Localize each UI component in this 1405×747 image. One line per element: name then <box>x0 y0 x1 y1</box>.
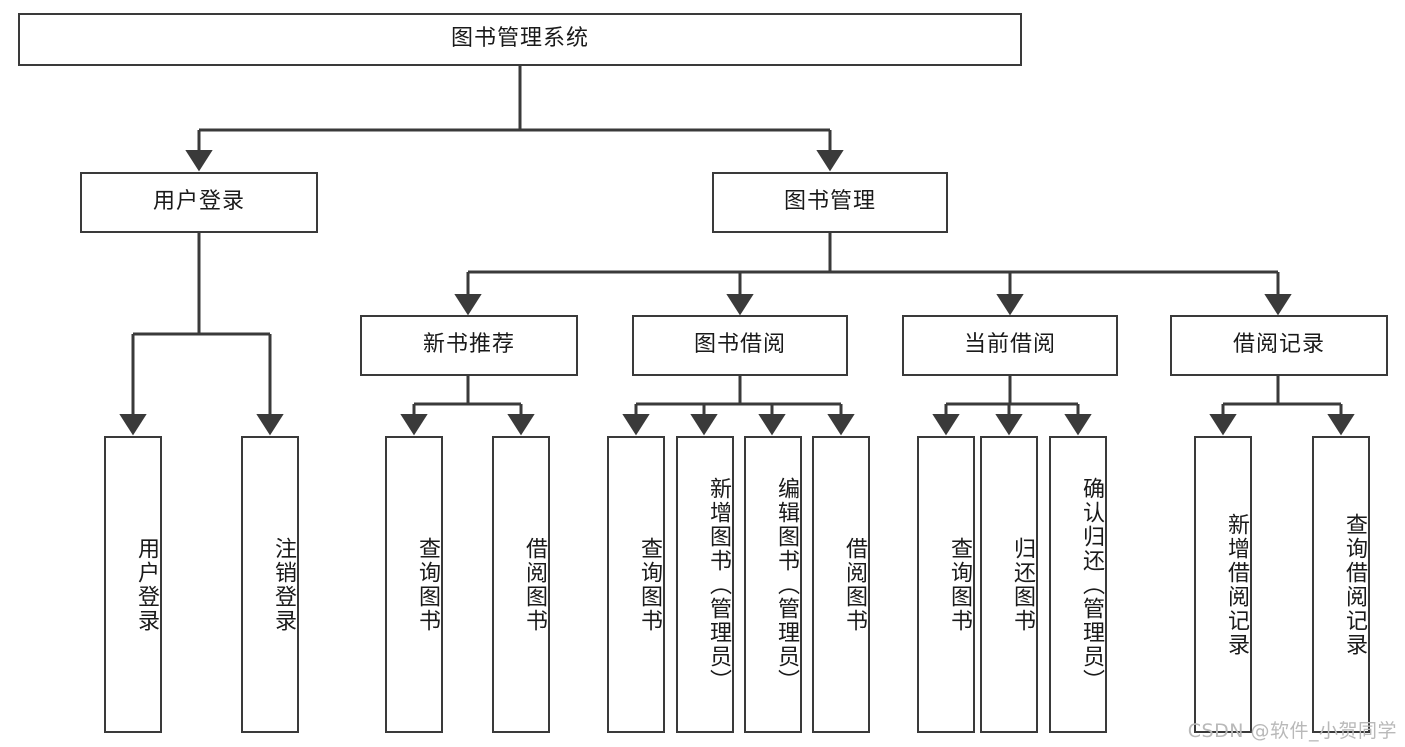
leaf-br-add-record[interactable]: 新增借阅记录 <box>1194 436 1252 733</box>
leaf-bb-borrow-book[interactable]: 借阅图书 <box>812 436 870 733</box>
watermark: CSDN @软件_小贺同学 <box>1187 720 1397 742</box>
leaf-cb-query-book[interactable]: 查询图书 <box>917 436 975 733</box>
node-user-login-label: 用户登录 <box>152 189 245 215</box>
leaf-bb-query-book-label: 查询图书 <box>637 536 662 633</box>
leaf-nbr-borrow-book[interactable]: 借阅图书 <box>492 436 550 733</box>
node-book-borrow-label: 图书借阅 <box>693 332 786 358</box>
node-book-manage-label: 图书管理 <box>783 189 876 215</box>
leaf-cb-return-book[interactable]: 归还图书 <box>980 436 1038 733</box>
node-current-borrow-label: 当前借阅 <box>963 332 1056 358</box>
leaf-cb-return-book-label: 归还图书 <box>1010 536 1035 633</box>
node-borrow-record-label: 借阅记录 <box>1232 332 1325 358</box>
leaf-logout[interactable]: 注销登录 <box>241 436 299 733</box>
leaf-br-query-record-label: 查询借阅记录 <box>1342 512 1367 657</box>
node-root[interactable]: 图书管理系统 <box>18 13 1022 66</box>
leaf-nbr-borrow-book-label: 借阅图书 <box>522 536 547 633</box>
leaf-nbr-query-book-label: 查询图书 <box>415 536 440 633</box>
leaf-bb-edit-book-label: 编辑图书（管理员） <box>774 476 799 693</box>
leaf-bb-edit-book[interactable]: 编辑图书（管理员） <box>744 436 802 733</box>
leaf-logout-label: 注销登录 <box>271 536 296 633</box>
node-book-borrow[interactable]: 图书借阅 <box>632 315 848 376</box>
leaf-bb-add-book[interactable]: 新增图书（管理员） <box>676 436 734 733</box>
leaf-bb-add-book-label: 新增图书（管理员） <box>706 476 731 693</box>
node-new-book-recommend-label: 新书推荐 <box>422 332 515 358</box>
leaf-bb-query-book[interactable]: 查询图书 <box>607 436 665 733</box>
leaf-br-query-record[interactable]: 查询借阅记录 <box>1312 436 1370 733</box>
leaf-br-add-record-label: 新增借阅记录 <box>1224 512 1249 657</box>
node-borrow-record[interactable]: 借阅记录 <box>1170 315 1388 376</box>
leaf-cb-confirm-return[interactable]: 确认归还（管理员） <box>1049 436 1107 733</box>
node-book-manage[interactable]: 图书管理 <box>712 172 948 233</box>
leaf-cb-confirm-return-label: 确认归还（管理员） <box>1079 476 1104 693</box>
leaf-nbr-query-book[interactable]: 查询图书 <box>385 436 443 733</box>
node-current-borrow[interactable]: 当前借阅 <box>902 315 1118 376</box>
leaf-user-login-label: 用户登录 <box>134 536 159 633</box>
leaf-cb-query-book-label: 查询图书 <box>947 536 972 633</box>
leaf-user-login[interactable]: 用户登录 <box>104 436 162 733</box>
node-new-book-recommend[interactable]: 新书推荐 <box>360 315 578 376</box>
node-root-label: 图书管理系统 <box>450 26 589 52</box>
leaf-bb-borrow-book-label: 借阅图书 <box>842 536 867 633</box>
node-user-login[interactable]: 用户登录 <box>80 172 318 233</box>
